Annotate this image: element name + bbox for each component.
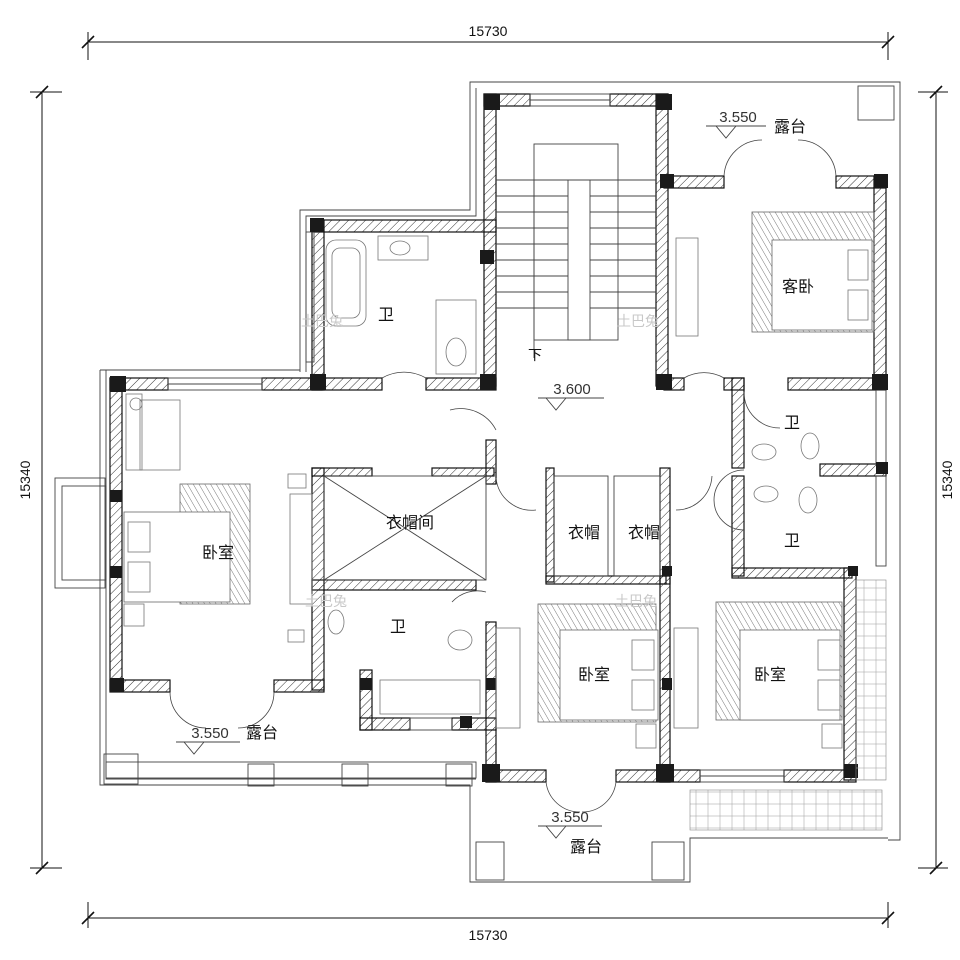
room-bedroom-left: 卧室 xyxy=(202,543,234,562)
room-labels: 卫 客卧 卫 卫 衣帽间 衣帽 衣帽 卧室 卫 卧室 卧室 露台 露台 露台 xyxy=(202,117,814,856)
bed-left xyxy=(123,483,251,627)
dimension-left: 15340 xyxy=(17,85,62,875)
room-bedroom-right: 卧室 xyxy=(754,665,786,684)
dimension-top: 15730 xyxy=(81,23,895,60)
level-bottom-terrace: 3.550 xyxy=(551,809,589,826)
watermark-3: 土巴兔 xyxy=(305,594,347,610)
room-bath-center: 卫 xyxy=(390,617,406,636)
bed-guest xyxy=(751,211,875,333)
level-left-terrace: 3.550 xyxy=(191,725,229,742)
watermark-2: 土巴兔 xyxy=(617,314,659,330)
level-top-terrace: 3.550 xyxy=(719,109,757,126)
room-walk-in-closet: 衣帽间 xyxy=(386,513,434,532)
watermark-4: 土巴兔 xyxy=(615,594,657,610)
room-guest-bedroom: 客卧 xyxy=(782,277,814,296)
dimension-top-label: 15730 xyxy=(469,23,508,39)
bed-right xyxy=(715,601,843,749)
room-terrace-top: 露台 xyxy=(774,117,806,136)
level-marker-top: 3.550 xyxy=(706,109,766,139)
dimension-bottom-label: 15730 xyxy=(469,927,508,943)
room-bath-right-2: 卫 xyxy=(784,531,800,550)
staircase: 下 xyxy=(496,143,656,364)
room-terrace-left: 露台 xyxy=(246,723,278,742)
fixtures xyxy=(125,235,820,729)
bed-center xyxy=(537,603,659,749)
watermark-1: 土巴兔 xyxy=(301,314,343,330)
level-marker-hall: 3.600 xyxy=(538,381,604,411)
level-marker-bottom: 3.550 xyxy=(538,809,602,839)
closet-details xyxy=(323,475,661,581)
room-bath-top: 卫 xyxy=(378,305,394,324)
dimension-left-label: 15340 xyxy=(17,460,33,499)
columns xyxy=(110,94,888,782)
room-bath-right-1: 卫 xyxy=(784,413,800,432)
left-bay xyxy=(54,477,106,589)
dimension-right-label: 15340 xyxy=(939,460,955,499)
terrace-tiles xyxy=(103,85,895,881)
dimension-bottom: 15730 xyxy=(81,902,895,943)
dimension-right: 15340 xyxy=(918,85,955,875)
doors xyxy=(169,139,837,813)
room-closet-1: 衣帽 xyxy=(568,523,600,542)
level-hall: 3.600 xyxy=(553,381,591,398)
stair-direction-label: 下 xyxy=(528,348,542,364)
room-bedroom-center: 卧室 xyxy=(578,665,610,684)
room-terrace-bottom: 露台 xyxy=(570,837,602,856)
level-marker-left: 3.550 xyxy=(176,725,240,755)
watermarks: 土巴兔 土巴兔 土巴兔 土巴兔 xyxy=(301,314,659,610)
room-closet-2: 衣帽 xyxy=(628,523,660,542)
